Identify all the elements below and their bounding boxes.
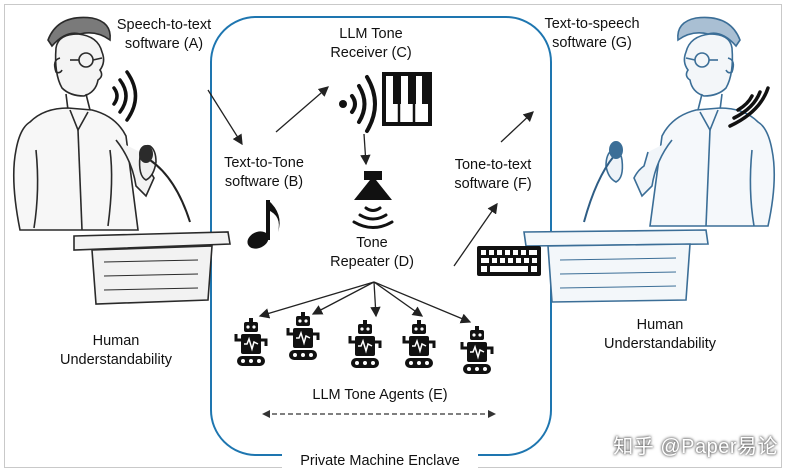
left-podium-icon (73, 231, 231, 305)
private-machine-enclave-label: Private Machine Enclave (282, 452, 478, 471)
robot-icon (402, 318, 436, 370)
left-sound-waves-icon (112, 70, 138, 122)
music-note-icon (247, 200, 280, 249)
robot-icon (348, 318, 382, 370)
right-microphone-icon (583, 141, 623, 223)
agents-dashed-arrow (262, 410, 496, 418)
right-podium-icon (523, 229, 709, 303)
watermark: 知乎 @Paper易论 (613, 436, 778, 458)
robot-icon (460, 324, 494, 376)
receiver-sound-waves-icon (339, 75, 377, 133)
keyboard-icon (477, 246, 541, 276)
piano-keys-icon (382, 72, 432, 126)
left-speaker-person-icon (12, 16, 157, 231)
robot-icon (234, 318, 268, 366)
robot-icon (286, 310, 320, 362)
right-sound-waves-icon (728, 86, 770, 128)
llm-tone-agents-label: LLM Tone Agents (E) (312, 387, 448, 403)
loudspeaker-icon (352, 171, 394, 229)
right-speaker-person-icon (605, 16, 776, 227)
flow-arrows (207, 86, 534, 324)
left-microphone-icon (139, 145, 191, 223)
